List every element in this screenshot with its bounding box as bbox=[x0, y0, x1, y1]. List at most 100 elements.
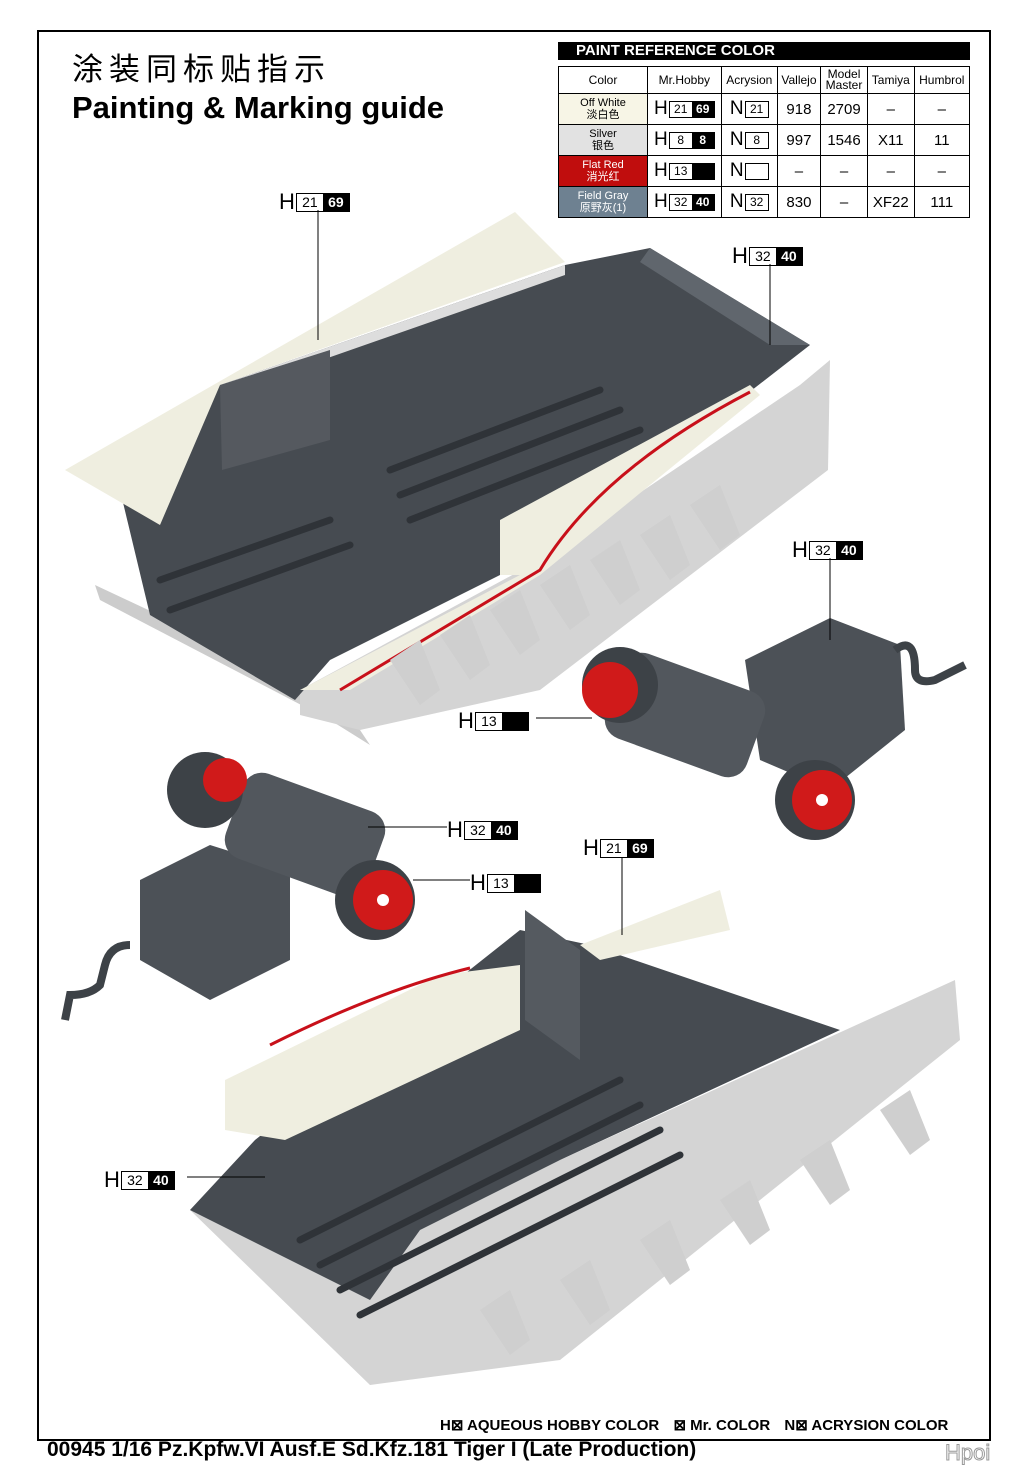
callout-prefix: H bbox=[458, 708, 474, 733]
callout-mr-code: 69 bbox=[626, 839, 653, 857]
col-humbrol: Humbrol bbox=[913, 66, 971, 94]
legend-acrysion: N⊠ ACRYSION COLOR bbox=[784, 1417, 949, 1434]
humbrol-cell: 111 bbox=[913, 186, 971, 218]
col-vallejo: Vallejo bbox=[776, 66, 822, 94]
h-prefix: H bbox=[653, 129, 668, 150]
humbrol-cell: – bbox=[913, 93, 971, 125]
n-prefix: N bbox=[729, 129, 744, 150]
callout-mr-code: 69 bbox=[322, 193, 349, 211]
col-tamiya: Tamiya bbox=[867, 66, 915, 94]
n-prefix: N bbox=[729, 191, 744, 212]
h-prefix: H bbox=[653, 98, 668, 119]
col-acrysion: Acrysion bbox=[720, 66, 778, 94]
callout-code: 32 bbox=[470, 821, 486, 838]
n-prefix: N bbox=[729, 160, 744, 181]
col-color: Color bbox=[558, 66, 648, 94]
acrysion-cell: N 32 bbox=[720, 186, 778, 218]
callout-prefix: H bbox=[104, 1167, 120, 1192]
mr-color-code: 8 bbox=[691, 132, 714, 148]
title-chinese: 涂装同标贴指示 bbox=[72, 52, 331, 88]
model-master-cell: – bbox=[820, 186, 869, 218]
vallejo-cell: 997 bbox=[776, 124, 822, 156]
hull-upper-illustration bbox=[65, 212, 830, 745]
model-master-cell: 1546 bbox=[820, 124, 869, 156]
callout-mr-code: 40 bbox=[835, 541, 862, 559]
color-name: Silver bbox=[589, 128, 617, 140]
color-name: Field Gray bbox=[577, 190, 629, 202]
vallejo-cell: 830 bbox=[776, 186, 822, 218]
leader-lines bbox=[187, 210, 831, 1178]
table-header-row: Color Mr.Hobby Acrysion Vallejo Model Ma… bbox=[558, 66, 971, 94]
mr-color-code: 40 bbox=[691, 194, 714, 210]
acrysion-cell: N 21 bbox=[720, 93, 778, 125]
color-name: Off White bbox=[580, 97, 626, 109]
page-frame bbox=[37, 30, 991, 1441]
h-prefix: H bbox=[653, 191, 668, 212]
callout-code: 21 bbox=[302, 193, 318, 210]
callout-mr-code bbox=[501, 712, 528, 730]
callout-code: 13 bbox=[481, 712, 497, 729]
model-master-cell: 2709 bbox=[820, 93, 869, 125]
col-mrhobby: Mr.Hobby bbox=[647, 66, 722, 94]
callout-prefix: H bbox=[583, 835, 599, 860]
n-code: 21 bbox=[749, 101, 764, 116]
callout-prefix: H bbox=[792, 537, 808, 562]
h-code: 21 bbox=[674, 101, 688, 116]
hull-lower-illustration bbox=[190, 890, 960, 1385]
engine-left-illustration bbox=[61, 752, 415, 1021]
n-prefix: N bbox=[729, 98, 744, 119]
vallejo-cell: 918 bbox=[776, 93, 822, 125]
color-name-cn: 消光红 bbox=[586, 171, 620, 183]
callout-code: 32 bbox=[755, 247, 771, 264]
callout-code: 32 bbox=[127, 1171, 143, 1188]
callout-prefix: H bbox=[447, 817, 463, 842]
paint-reference-table: PAINT REFERENCE COLOR Color Mr.Hobby Acr… bbox=[558, 42, 971, 218]
col-model-master: Model Master bbox=[820, 66, 869, 94]
paint-callout: H 13 bbox=[458, 708, 529, 734]
tamiya-cell: – bbox=[867, 93, 915, 125]
color-legend: H⊠ AQUEOUS HOBBY COLOR ⊠ Mr. COLOR N⊠ AC… bbox=[440, 1417, 958, 1435]
callout-code: 21 bbox=[606, 839, 622, 856]
mr-color-code: 69 bbox=[691, 101, 714, 117]
color-name-cn: 淡白色 bbox=[586, 109, 620, 121]
legend-aqueous: H⊠ AQUEOUS HOBBY COLOR bbox=[440, 1417, 660, 1434]
n-code: 32 bbox=[749, 194, 764, 209]
callout-prefix: H bbox=[470, 870, 486, 895]
callout-prefix: H bbox=[279, 189, 295, 214]
h-prefix: H bbox=[653, 160, 668, 181]
legend-mr-color: ⊠ Mr. COLOR bbox=[673, 1417, 771, 1434]
h-code: 8 bbox=[677, 132, 685, 147]
callout-mr-code: 40 bbox=[490, 821, 517, 839]
callout-code: 32 bbox=[815, 541, 831, 558]
callout-mr-code: 40 bbox=[147, 1171, 174, 1189]
title-english: Painting & Marking guide bbox=[72, 90, 445, 125]
humbrol-cell: – bbox=[913, 155, 971, 187]
tamiya-cell: X11 bbox=[867, 124, 915, 156]
color-name: Flat Red bbox=[582, 159, 624, 171]
model-master-cell: – bbox=[820, 155, 869, 187]
h-code: 32 bbox=[674, 194, 688, 209]
n-code: 8 bbox=[753, 132, 760, 147]
callout-mr-code: 40 bbox=[775, 247, 802, 265]
h-code: 13 bbox=[674, 163, 688, 178]
acrysion-cell: N bbox=[720, 155, 778, 187]
